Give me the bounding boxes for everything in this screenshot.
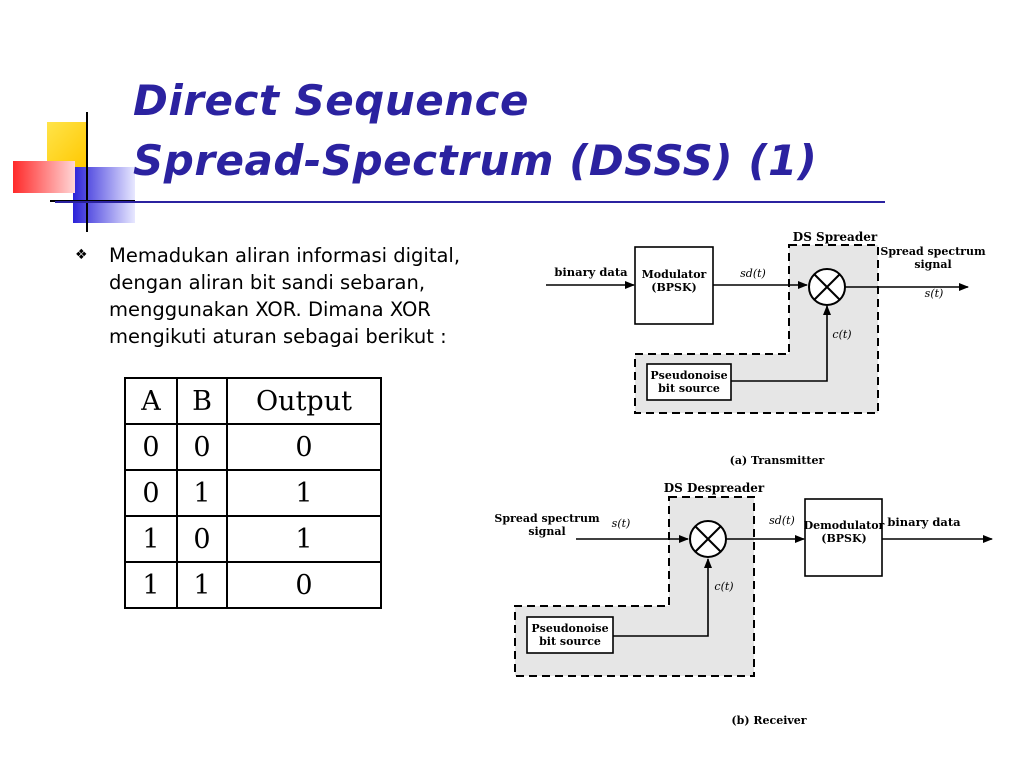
modulator-sublabel: (BPSK) (651, 281, 696, 294)
bullet-marker: ❖ (75, 247, 88, 263)
cell-output: 0 (226, 561, 382, 609)
tx-pn-sublabel: bit source (658, 382, 720, 395)
rx-output-label: binary data (887, 515, 961, 529)
table-row: 0 1 1 (124, 469, 382, 517)
rx-c-label: c(t) (714, 580, 733, 593)
cell-a: 0 (124, 423, 178, 471)
tx-s-label: s(t) (925, 287, 944, 300)
tx-caption: (a) Transmitter (730, 454, 825, 467)
transmitter-diagram: DS Spreader binary data Modulator (BPSK)… (546, 230, 986, 467)
slide-title-line-2: Spread-Spectrum (DSSS) (1) (133, 136, 818, 185)
cell-output: 1 (226, 469, 382, 517)
rx-caption: (b) Receiver (731, 714, 806, 727)
cell-a: 0 (124, 469, 178, 517)
header-b: B (176, 377, 228, 425)
cell-output: 1 (226, 515, 382, 563)
receiver-diagram: DS Despreader Spread spectrum signal s(t… (494, 481, 993, 727)
tx-output-label: Spread spectrum (880, 245, 986, 258)
header-a: A (124, 377, 178, 425)
yellow-square (47, 122, 87, 167)
header-output: Output (226, 377, 382, 425)
rx-input-label: Spread spectrum (494, 512, 600, 525)
red-square (13, 161, 75, 193)
tx-multiplier-cross-b (813, 273, 841, 301)
blue-square (73, 167, 135, 223)
demodulator-label: Demodulator (804, 519, 885, 532)
cell-b: 0 (176, 515, 228, 563)
rx-pn-source-box (526, 616, 614, 654)
tx-output-sublabel: signal (914, 258, 951, 271)
table-row: 0 0 0 (124, 423, 382, 471)
table-header-row: A B Output (124, 377, 382, 425)
rx-pn-arrow (613, 558, 712, 637)
cell-output: 0 (226, 423, 382, 471)
tx-pn-arrow (731, 305, 831, 382)
tx-pn-source-box (646, 363, 732, 401)
tx-sd-label: sd(t) (740, 267, 766, 280)
rx-s-label: s(t) (612, 517, 631, 530)
rx-pn-sublabel: bit source (539, 635, 601, 648)
cell-a: 1 (124, 515, 178, 563)
rx-input-sublabel: signal (528, 525, 565, 538)
ds-spreader-label: DS Spreader (793, 230, 878, 244)
cell-b: 1 (176, 469, 228, 517)
table-row: 1 0 1 (124, 515, 382, 563)
cell-b: 0 (176, 423, 228, 471)
cell-b: 1 (176, 561, 228, 609)
ds-despreader-label: DS Despreader (664, 481, 765, 495)
tx-input-label: binary data (554, 265, 628, 279)
modulator-box (634, 246, 714, 325)
title-underline (55, 201, 885, 203)
table-row: 1 1 0 (124, 561, 382, 609)
tx-c-label: c(t) (832, 328, 851, 341)
cell-a: 1 (124, 561, 178, 609)
bullet-text: Memadukan aliran informasi digital, deng… (109, 244, 461, 348)
rx-multiplier-cross-b (694, 525, 722, 553)
modulator-label: Modulator (642, 268, 707, 281)
demodulator-sublabel: (BPSK) (821, 532, 866, 545)
slide-title-line-1: Direct Sequence (133, 76, 530, 125)
demodulator-box (804, 498, 883, 577)
xor-truth-table: A B Output 0 0 0 0 1 1 1 0 1 1 1 0 (124, 377, 382, 609)
rx-sd-label: sd(t) (769, 514, 795, 527)
rx-pn-label: Pseudonoise (531, 622, 608, 635)
tx-pn-label: Pseudonoise (650, 369, 727, 382)
